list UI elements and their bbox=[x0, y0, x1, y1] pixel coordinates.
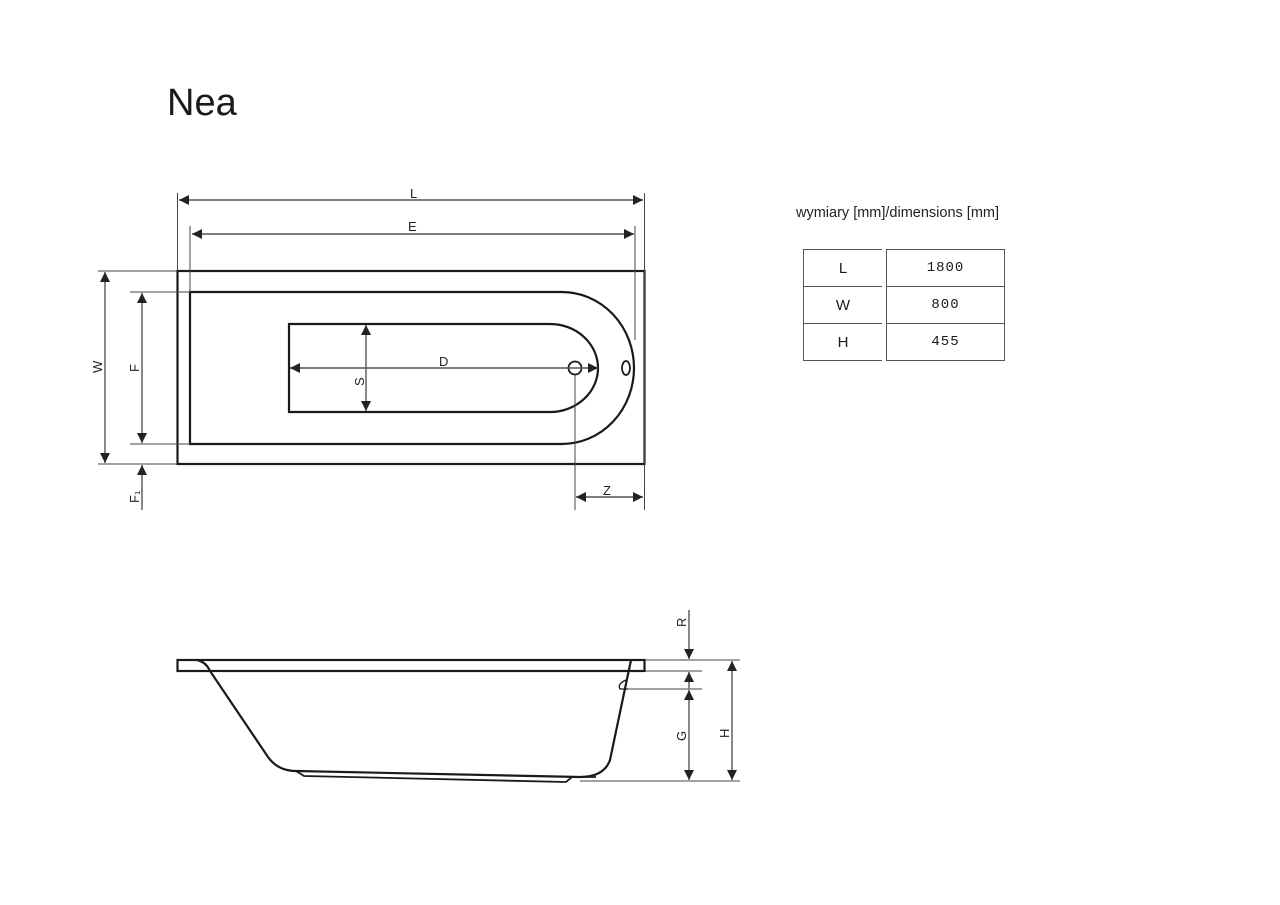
label-D: D bbox=[439, 354, 448, 369]
dimensions-table: L 1800 W 800 H 455 bbox=[803, 249, 1005, 361]
label-L: L bbox=[410, 186, 417, 201]
top-view: L E D Z W F F₁ S bbox=[90, 186, 646, 510]
table-row: W 800 bbox=[803, 286, 1005, 323]
table-row: L 1800 bbox=[803, 249, 1005, 286]
dimension-value: 455 bbox=[886, 323, 1005, 361]
dimension-value: 1800 bbox=[886, 249, 1005, 286]
side-view: R G H bbox=[176, 610, 740, 783]
tub-body bbox=[196, 658, 633, 779]
table-row: H 455 bbox=[803, 323, 1005, 361]
side-overflow bbox=[618, 679, 628, 690]
label-F: F bbox=[127, 364, 142, 372]
label-H: H bbox=[717, 729, 732, 738]
tub-base bbox=[295, 770, 596, 783]
label-E: E bbox=[408, 219, 417, 234]
dimension-value: 800 bbox=[886, 286, 1005, 323]
dimension-key: L bbox=[803, 249, 882, 286]
label-S: S bbox=[352, 377, 367, 386]
label-W: W bbox=[90, 360, 105, 373]
label-F1: F₁ bbox=[127, 490, 142, 503]
dimensions-caption: wymiary [mm]/dimensions [mm] bbox=[796, 205, 1000, 221]
side-rim bbox=[176, 658, 646, 673]
label-G: G bbox=[674, 731, 689, 741]
label-Z: Z bbox=[603, 483, 611, 498]
product-title: Nea bbox=[167, 82, 237, 124]
dimension-key: W bbox=[803, 286, 882, 323]
dimension-key: H bbox=[803, 323, 882, 361]
inner-basin bbox=[188, 290, 636, 446]
label-R: R bbox=[674, 618, 689, 627]
overflow-icon bbox=[621, 360, 631, 376]
